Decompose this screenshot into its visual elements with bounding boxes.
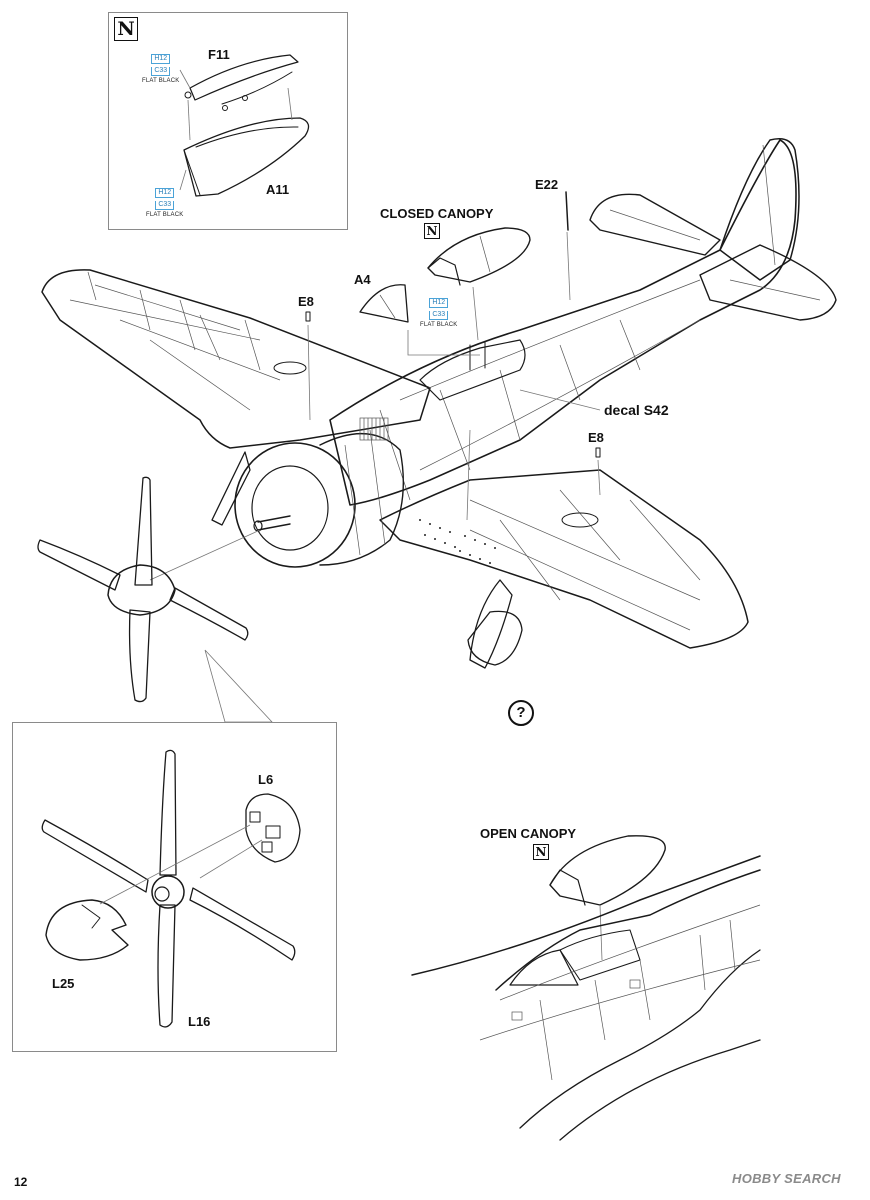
new-part-marker-top: N <box>114 17 138 41</box>
question-mark-symbol: ? <box>508 700 534 726</box>
color-callout-windscreen: H12 C33 FLAT BLACK <box>420 296 457 329</box>
inset-callout-wedge <box>204 649 273 723</box>
open-canopy-title: OPEN CANOPY <box>480 826 577 841</box>
propeller-detail-drawing <box>41 749 301 1028</box>
open-canopy-drawing <box>411 835 761 1141</box>
windscreen-part-drawing <box>359 284 409 323</box>
color-code-c: C33 <box>151 67 171 76</box>
part-label-a4: A4 <box>354 272 371 287</box>
color-callout-upper: H12 C33 FLAT BLACK <box>142 52 179 85</box>
cockpit-side-panels-drawing <box>179 54 310 197</box>
color-code-c: C33 <box>429 311 449 320</box>
part-label-l25: L25 <box>52 976 75 991</box>
part-label-f11: F11 <box>208 47 230 62</box>
antenna-part-drawing <box>565 191 569 231</box>
part-label-l16: L16 <box>188 1014 211 1029</box>
part-label-e22: E22 <box>535 177 559 192</box>
aircraft-drawing <box>41 138 837 669</box>
part-label-l6: L6 <box>258 772 274 787</box>
watermark: HOBBY SEARCH <box>732 1171 841 1186</box>
color-finish: FLAT BLACK <box>420 322 458 328</box>
inset-frame-top <box>108 12 348 230</box>
part-label-e8-right: E8 <box>588 430 604 445</box>
new-part-marker-closed-canopy: N <box>424 223 440 239</box>
color-code-h: H12 <box>155 188 175 198</box>
color-code-h: H12 <box>429 298 449 308</box>
pin-right-drawing <box>595 447 601 458</box>
color-finish: FLAT BLACK <box>146 212 184 218</box>
propeller-main-drawing <box>37 476 249 703</box>
part-label-e8-left: E8 <box>298 294 314 309</box>
color-code-c: C33 <box>155 201 175 210</box>
leader-lines <box>149 231 601 581</box>
pin-left-drawing <box>305 311 311 322</box>
new-part-marker-open-canopy: N <box>533 844 549 860</box>
page-number: 12 <box>14 1175 28 1189</box>
part-label-a11: A11 <box>266 182 290 197</box>
closed-canopy-title: CLOSED CANOPY <box>380 206 494 221</box>
color-code-h: H12 <box>151 54 171 64</box>
closed-canopy-part-drawing <box>427 227 531 286</box>
color-callout-lower: H12 C33 FLAT BLACK <box>146 186 183 219</box>
decal-label-s42: decal S42 <box>604 402 669 418</box>
color-finish: FLAT BLACK <box>142 78 180 84</box>
inset-frame-propeller <box>12 722 337 1052</box>
